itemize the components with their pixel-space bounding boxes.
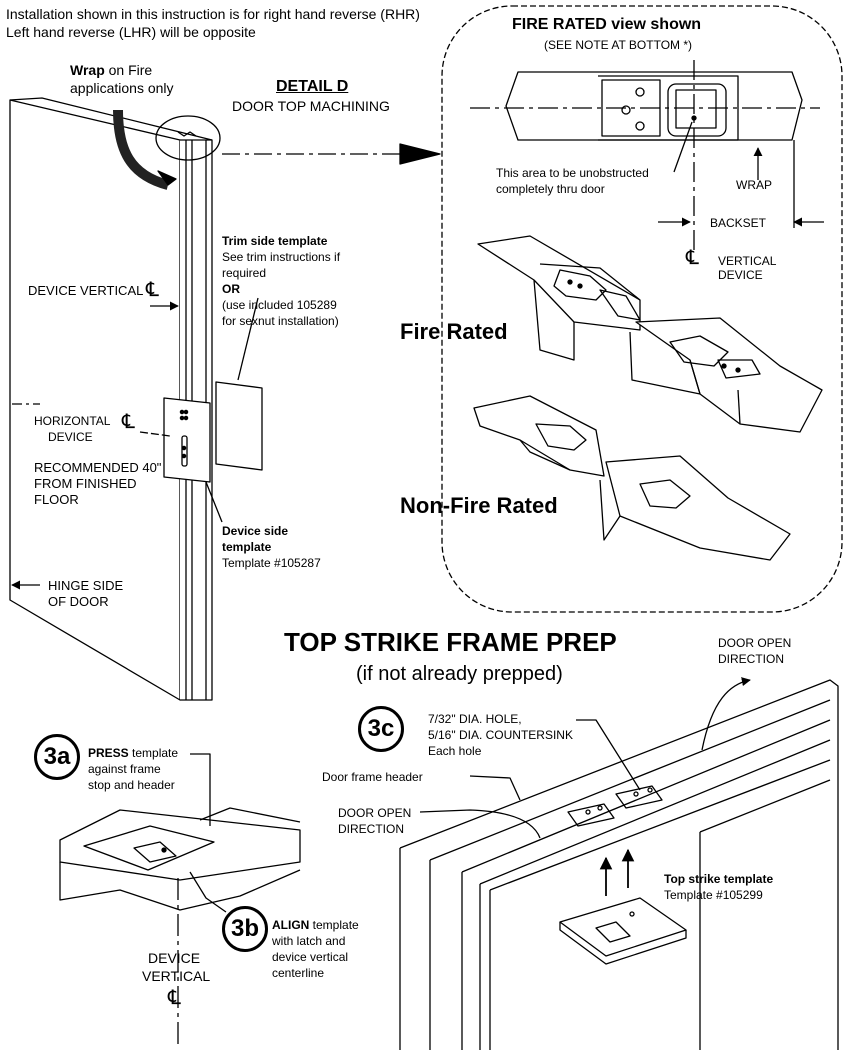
step-3b-line-3: device vertical — [272, 950, 349, 964]
hinge-side-label-2: OF DOOR — [48, 594, 109, 609]
wrap-note-rest: on Fire — [104, 62, 153, 78]
trim-template-line-1: See trim instructions if — [222, 250, 341, 264]
step-3a-line-2: against frame — [88, 762, 161, 776]
step-3a-bold: PRESS — [88, 746, 129, 760]
recommended-line-1: RECOMMENDED 40" — [34, 460, 162, 475]
step-3a-badge: 3a — [34, 734, 80, 780]
step-3a-line-1: PRESS template — [88, 746, 178, 760]
trim-template-or: OR — [222, 282, 240, 296]
fire-rated-label: Fire Rated — [400, 319, 508, 344]
top-strike-template-number: Template #105299 — [664, 888, 763, 902]
wrap-note-line-2: applications only — [70, 80, 174, 96]
fire-box-title: FIRE RATED view shown — [512, 16, 702, 33]
centerline-symbol: ℄ — [168, 987, 181, 1009]
hinge-side-label-1: HINGE SIDE — [48, 578, 124, 593]
device-template-number: Template #105287 — [222, 556, 321, 570]
step-3b-line-2: with latch and — [272, 934, 346, 948]
fire-box-subtitle: (SEE NOTE AT BOTTOM *) — [544, 38, 693, 52]
door-frame-header-label: Door frame header — [322, 770, 423, 784]
vertical-device-label-2: DEVICE — [718, 268, 763, 282]
step-3b-rest: template — [309, 918, 359, 932]
step-3a-line-3: stop and header — [88, 778, 175, 792]
step-3c-line-1: 7/32" DIA. HOLE, — [428, 712, 522, 726]
device-vertical-label: DEVICE VERTICAL — [28, 283, 144, 298]
fire-rated-box — [441, 5, 843, 613]
recommended-line-2: FROM FINISHED — [34, 476, 137, 491]
wrap-label: WRAP — [736, 178, 772, 192]
step-3c-line-2: 5/16" DIA. COUNTERSINK — [428, 728, 573, 742]
horizontal-device-label-2: DEVICE — [48, 430, 93, 444]
step-3c-badge: 3c — [358, 706, 404, 752]
intro-line-2: Left hand reverse (LHR) will be opposite — [6, 24, 256, 40]
detail-d-title: DETAIL D — [276, 78, 349, 95]
unobstructed-note-1: This area to be unobstructed — [496, 166, 649, 180]
unobstructed-note-2: completely thru door — [496, 182, 605, 196]
step-3b-line-1: ALIGN template — [272, 918, 359, 932]
centerline-symbol: ℄ — [686, 247, 699, 269]
centerline-symbol: ℄ — [122, 411, 135, 433]
strike-prep-title: TOP STRIKE FRAME PREP — [284, 627, 617, 657]
vertical-device-label-1: VERTICAL — [718, 254, 777, 268]
intro-line-1: Installation shown in this instruction i… — [6, 6, 420, 22]
device-vertical-bottom-2: VERTICAL — [142, 968, 211, 984]
top-strike-template-title: Top strike template — [664, 872, 774, 886]
step-3b-badge: 3b — [222, 906, 268, 952]
trim-template-line-4: for sexnut installation) — [222, 314, 339, 328]
device-template-title-2: template — [222, 540, 272, 554]
door-open-top-2: DIRECTION — [718, 652, 784, 666]
backset-label: BACKSET — [710, 216, 767, 230]
door-drawing — [9, 97, 441, 701]
detail-d-subtitle: DOOR TOP MACHINING — [232, 98, 390, 114]
step-3c-line-3: Each hole — [428, 744, 482, 758]
trim-template-title: Trim side template — [222, 234, 328, 248]
centerline-symbol: ℄ — [146, 279, 159, 301]
recommended-line-3: FLOOR — [34, 492, 79, 507]
horizontal-device-label-1: HORIZONTAL — [34, 414, 111, 428]
step-3b-bold: ALIGN — [272, 918, 310, 932]
device-vertical-bottom-1: DEVICE — [148, 950, 201, 966]
wrap-note: Wrap on Fire — [70, 62, 152, 78]
strike-prep-subtitle: (if not already prepped) — [356, 663, 563, 685]
wrap-note-bold: Wrap — [70, 62, 105, 78]
trim-template-line-3: (use included 105289 — [222, 298, 337, 312]
frame-right-drawing — [399, 677, 839, 1050]
frame-left-drawing — [59, 753, 301, 1045]
trim-template-line-2: required — [222, 266, 267, 280]
step-3a-rest: template — [128, 746, 179, 760]
step-3b-line-4: centerline — [272, 966, 325, 980]
door-open-left-1: DOOR OPEN — [338, 806, 412, 820]
non-fire-rated-label: Non-Fire Rated — [400, 493, 558, 518]
door-open-top-1: DOOR OPEN — [718, 636, 792, 650]
device-template-title-1: Device side — [222, 524, 289, 538]
door-open-left-2: DIRECTION — [338, 822, 404, 836]
